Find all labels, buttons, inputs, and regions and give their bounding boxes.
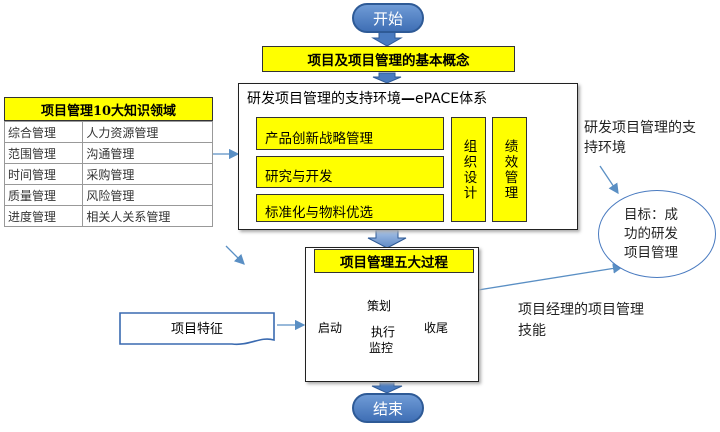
knowledge-area-cell: 人力资源管理 [82, 121, 213, 143]
basic-concepts-label: 项目及项目管理的基本概念 [307, 53, 470, 69]
initiate-label: 启动 [318, 321, 343, 335]
end-node: 结束 [352, 393, 424, 423]
support-env-note: 研发项目管理的支持环境 [584, 120, 696, 156]
performance-mgmt-box: 绩效管理 [492, 117, 527, 222]
close-label: 收尾 [424, 321, 449, 335]
start-label: 开始 [372, 9, 403, 28]
plan-label: 策划 [367, 299, 392, 313]
knowledge-area-cell: 时间管理 [3, 163, 84, 185]
basic-concepts-box: 项目及项目管理的基本概念 [262, 46, 515, 72]
knowledge-area-cell: 质量管理 [3, 184, 84, 206]
knowledge-area-cell: 沟通管理 [82, 142, 213, 164]
project-features-banner [119, 312, 275, 346]
knowledge-area-cell: 采购管理 [82, 163, 213, 185]
knowledge-area-row: 时间管理采购管理 [3, 163, 213, 185]
knowledge-areas-panel: 项目管理10大知识领域 综合管理人力资源管理范围管理沟通管理时间管理采购管理质量… [3, 97, 213, 227]
knowledge-area-cell: 相关人关系管理 [82, 205, 213, 227]
knowledge-to-process-line [225, 245, 245, 265]
knowledge-area-cell: 综合管理 [3, 121, 84, 143]
env-note-to-goal-line [599, 165, 619, 195]
monitor-label: 监控 [369, 341, 394, 355]
knowledge-area-row: 范围管理沟通管理 [3, 142, 213, 164]
knowledge-area-row: 综合管理人力资源管理 [3, 121, 213, 143]
standardization-box: 标准化与物料优选 [256, 194, 444, 222]
knowledge-areas-title: 项目管理10大知识领域 [4, 97, 213, 121]
knowledge-areas-table: 综合管理人力资源管理范围管理沟通管理时间管理采购管理质量管理风险管理进度管理相关… [3, 121, 213, 227]
support-env-title: 研发项目管理的支持环境—ePACE体系 [247, 91, 488, 107]
flow-arrow-2 [372, 72, 402, 84]
process-to-goal-line [477, 263, 624, 291]
strategy-box: 产品创新战略管理 [256, 117, 444, 150]
goal-label: 目标：成功的研发项目管理 [624, 206, 678, 261]
org-design-box: 组织设计 [451, 117, 486, 222]
end-label: 结束 [372, 399, 403, 418]
execute-label: 执行 [371, 325, 396, 339]
project-features-label: 项目特征 [170, 321, 223, 337]
knowledge-area-cell: 风险管理 [82, 184, 213, 206]
flow-arrow-3 [367, 229, 407, 249]
pm-skills-note: 项目经理的项目管理技能 [518, 302, 644, 339]
start-node: 开始 [352, 3, 424, 33]
process-title: 项目管理五大过程 [314, 249, 474, 273]
knowledge-area-row: 质量管理风险管理 [3, 184, 213, 206]
goal-ellipse: 目标：成功的研发项目管理 [598, 190, 716, 278]
knowledge-area-cell: 范围管理 [3, 142, 84, 164]
knowledge-area-row: 进度管理相关人关系管理 [3, 205, 213, 227]
flow-arrow-1 [371, 31, 403, 47]
knowledge-area-cell: 进度管理 [3, 205, 84, 227]
rnd-box: 研究与开发 [256, 156, 444, 188]
